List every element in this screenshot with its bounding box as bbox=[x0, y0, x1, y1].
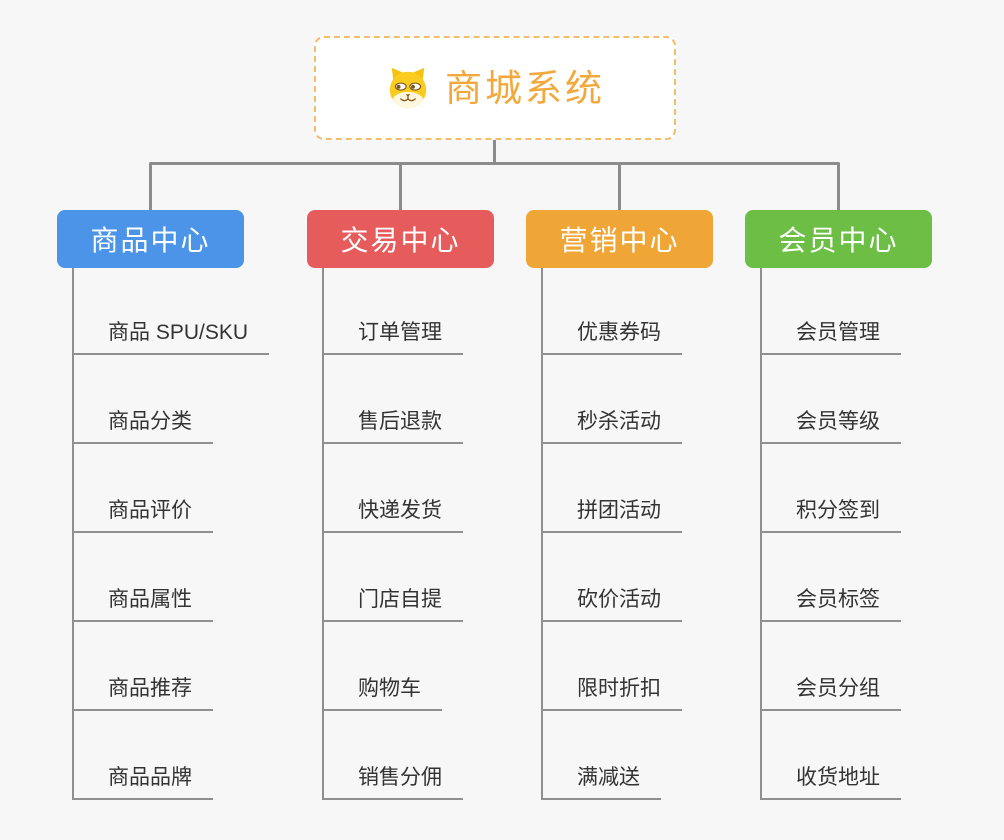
branch-drop-line bbox=[837, 163, 840, 210]
mindmap-subtopic[interactable]: 门店自提 bbox=[324, 533, 463, 622]
mindmap-subtopic[interactable]: 拼团活动 bbox=[543, 444, 682, 533]
branch-member-center[interactable]: 会员中心 bbox=[745, 210, 932, 268]
mindmap-subtopic[interactable]: 销售分佣 bbox=[324, 711, 463, 800]
mindmap-subtopic[interactable]: 售后退款 bbox=[324, 355, 463, 444]
mindmap-subtopic[interactable]: 商品品牌 bbox=[74, 711, 269, 800]
mindmap-subtopic[interactable]: 砍价活动 bbox=[543, 533, 682, 622]
mindmap-subtopic[interactable]: 购物车 bbox=[324, 622, 463, 711]
mindmap-subtopic[interactable]: 满减送 bbox=[543, 711, 682, 800]
mindmap-subtopic[interactable]: 会员管理 bbox=[762, 268, 901, 355]
mindmap-subtopic[interactable]: 秒杀活动 bbox=[543, 355, 682, 444]
mindmap-subtopic[interactable]: 收货地址 bbox=[762, 711, 901, 800]
mindmap-subtopic[interactable]: 快递发货 bbox=[324, 444, 463, 533]
branch-product-center[interactable]: 商品中心 bbox=[57, 210, 244, 268]
mindmap-subtopic[interactable]: 商品 SPU/SKU bbox=[74, 268, 270, 355]
branch-label: 营销中心 bbox=[559, 225, 680, 256]
mindmap-subtopic[interactable]: 商品推荐 bbox=[74, 622, 269, 711]
mindmap-subtopic[interactable]: 商品属性 bbox=[74, 533, 269, 622]
root-topic-node[interactable]: 商城系统 bbox=[314, 36, 676, 140]
mindmap-subtopic[interactable]: 积分签到 bbox=[762, 444, 901, 533]
branch-label: 会员中心 bbox=[778, 225, 899, 256]
trade-center-subtopics: 订单管理 售后退款 快递发货 门店自提 购物车 销售分佣 bbox=[322, 268, 463, 800]
mindmap-subtopic[interactable]: 限时折扣 bbox=[543, 622, 682, 711]
branch-label: 交易中心 bbox=[340, 225, 461, 256]
product-center-subtopics: 商品 SPU/SKU 商品分类 商品评价 商品属性 商品推荐 商品品牌 bbox=[72, 268, 270, 800]
root-stem-line bbox=[493, 140, 496, 164]
branch-marketing-center[interactable]: 营销中心 bbox=[526, 210, 713, 268]
branch-trade-center[interactable]: 交易中心 bbox=[307, 210, 494, 268]
marketing-center-subtopics: 优惠券码 秒杀活动 拼团活动 砍价活动 限时折扣 满减送 bbox=[541, 268, 682, 800]
branch-drop-line bbox=[399, 163, 402, 210]
mindmap-subtopic[interactable]: 会员标签 bbox=[762, 533, 901, 622]
branch-label: 商品中心 bbox=[90, 225, 211, 256]
branch-bus-line bbox=[149, 162, 840, 165]
branch-drop-line bbox=[618, 163, 621, 210]
member-center-subtopics: 会员管理 会员等级 积分签到 会员标签 会员分组 收货地址 bbox=[760, 268, 901, 800]
dog-face-icon bbox=[385, 65, 431, 111]
mindmap-subtopic[interactable]: 会员等级 bbox=[762, 355, 901, 444]
mindmap-subtopic[interactable]: 商品分类 bbox=[74, 355, 269, 444]
mindmap-subtopic[interactable]: 会员分组 bbox=[762, 622, 901, 711]
branch-drop-line bbox=[149, 163, 152, 210]
mindmap-subtopic[interactable]: 订单管理 bbox=[324, 268, 463, 355]
root-topic-title: 商城系统 bbox=[445, 67, 605, 109]
mindmap-subtopic[interactable]: 优惠券码 bbox=[543, 268, 682, 355]
mindmap-subtopic[interactable]: 商品评价 bbox=[74, 444, 269, 533]
